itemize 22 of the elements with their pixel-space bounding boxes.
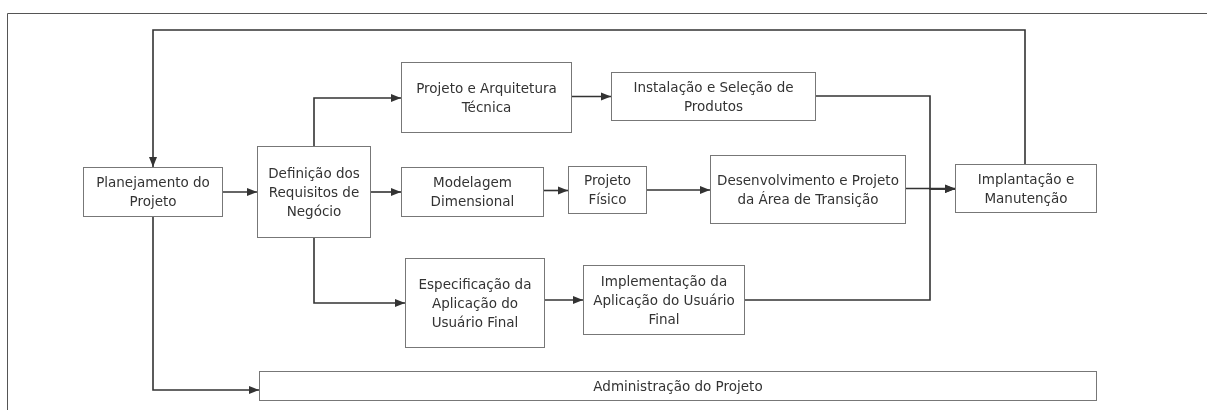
process-box: Implementação da Aplicação do Usuário Final	[583, 265, 745, 335]
process-box: Administração do Projeto	[259, 371, 1097, 401]
arrow	[149, 29, 1026, 168]
arrow	[313, 94, 402, 147]
process-box: Projeto e Arquitetura Técnica	[401, 62, 572, 133]
arrow	[313, 237, 406, 307]
arrow	[544, 296, 584, 304]
arrow	[543, 186, 569, 195]
arrow	[152, 216, 260, 394]
arrow	[222, 188, 258, 196]
process-box: Projeto Físico	[568, 166, 647, 214]
process-box: Especificação da Aplicação do Usuário Final	[405, 258, 545, 348]
arrow	[744, 185, 956, 301]
process-box: Desenvolvimento e Projeto da Área de Transição	[710, 155, 906, 224]
process-box: Implantação e Manutenção	[955, 164, 1097, 213]
arrow	[646, 186, 711, 194]
process-box: Modelagem Dimensional	[401, 167, 544, 217]
arrow	[370, 188, 402, 196]
process-box: Definição dos Requisitos de Negócio	[257, 146, 371, 238]
arrow	[571, 92, 612, 101]
process-box: Planejamento do Projeto	[83, 167, 223, 217]
process-box: Instalação e Seleção de Produtos	[611, 72, 816, 121]
